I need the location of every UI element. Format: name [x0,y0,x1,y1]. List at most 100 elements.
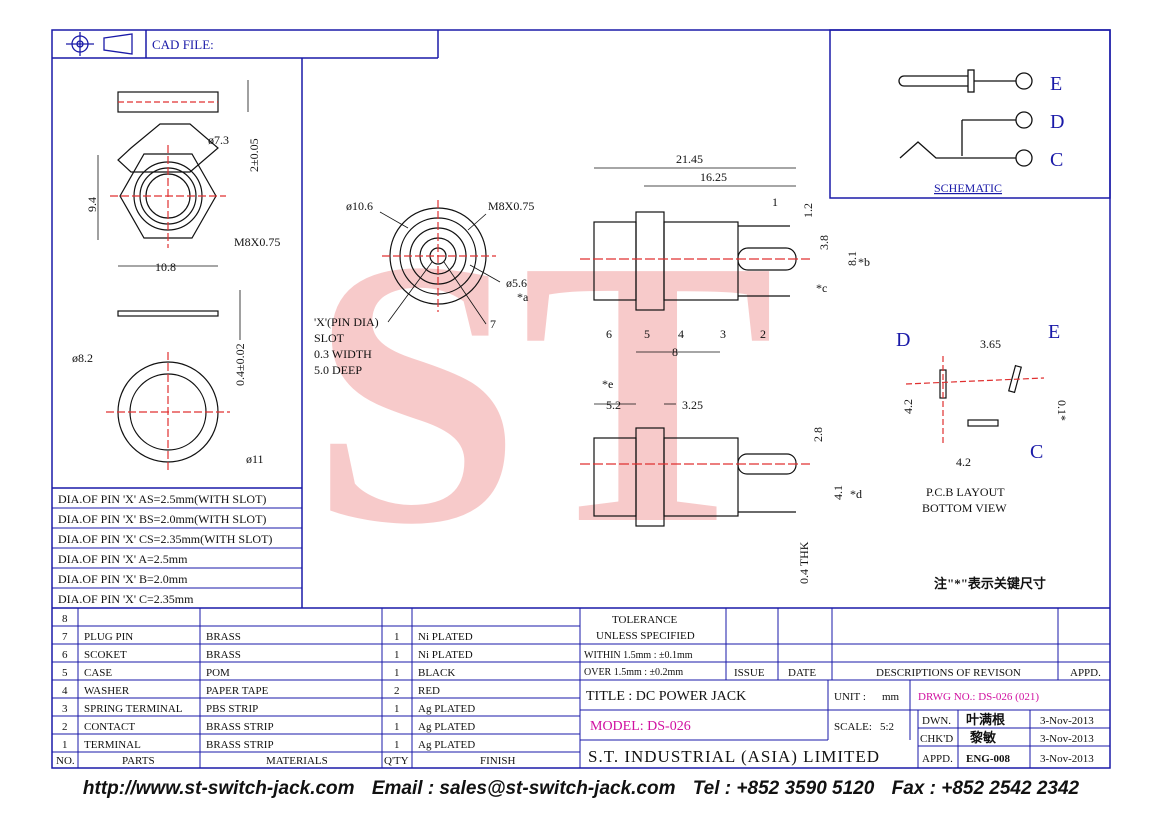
table-cell-finish: Ni PLATED [418,631,473,643]
table-cell-material: BRASS [206,649,241,661]
table-cell-no: 3 [62,703,68,715]
table-cell-part: CONTACT [84,721,135,733]
email-link[interactable]: Email : sales@st-switch-jack.com [371,778,676,799]
svg-text:0.4±0.02: 0.4±0.02 [233,343,247,386]
table-cell-finish: Ag PLATED [418,721,475,733]
svg-text:*c: *c [816,281,827,295]
table-cell-material: PBS STRIP [206,703,258,715]
washer-dim-lines [97,80,249,340]
table-cell-finish: Ag PLATED [418,703,475,715]
table-cell-qty: 1 [394,739,400,751]
washer-dim-labels: ø7.3 9.4 M8X0.75 10.8 2±0.05 0.4±0.02 ø8… [72,133,280,466]
svg-text:DATE: DATE [788,667,816,679]
table-cell-no: 6 [62,649,68,661]
svg-text:ø8.2: ø8.2 [72,351,93,365]
svg-text:ENG-008: ENG-008 [966,753,1011,765]
svg-text:5:2: 5:2 [880,721,894,733]
svg-text:E: E [1048,321,1060,343]
svg-text:ø10.6: ø10.6 [346,199,373,213]
projection-symbol-icon [66,32,133,56]
svg-text:APPD.: APPD. [922,753,953,765]
svg-text:5: 5 [644,327,650,341]
table-cell-part: SCOKET [84,649,127,661]
svg-text:DIA.OF PIN 'X' AS=2.5mm(WITH S: DIA.OF PIN 'X' AS=2.5mm(WITH SLOT) [58,492,266,506]
svg-text:ISSUE: ISSUE [734,667,765,679]
jack-front-view [382,200,496,312]
svg-text:1: 1 [772,195,778,209]
table-cell-no: 4 [62,685,68,697]
svg-text:SCALE:: SCALE: [834,721,872,733]
table-cell-part: PLUG PIN [84,631,133,643]
svg-text:8: 8 [672,345,678,359]
svg-text:2±0.05: 2±0.05 [247,138,261,172]
contact-footer: http://www.st-switch-jack.com Email : sa… [0,778,1162,800]
table-cell-finish: RED [418,685,440,697]
svg-text:C: C [1050,149,1063,171]
svg-text:2: 2 [760,327,766,341]
svg-text:S.T. INDUSTRIAL (ASIA) LIMITED: S.T. INDUSTRIAL (ASIA) LIMITED [588,747,880,766]
svg-text:3-Nov-2013: 3-Nov-2013 [1040,733,1094,745]
svg-text:8.1: 8.1 [845,251,859,266]
svg-text:ø5.6: ø5.6 [506,276,527,290]
table-cell-material: POM [206,667,230,679]
svg-text:APPD.: APPD. [1070,667,1101,679]
svg-text:SCHEMATIC: SCHEMATIC [934,181,1002,195]
table-cell-qty: 1 [394,667,400,679]
svg-text:TITLE : DC POWER JACK: TITLE : DC POWER JACK [586,689,746,704]
table-cell-no: 2 [62,721,68,733]
table-row: 3 SPRING TERMINAL PBS STRIP 1 Ag PLATED [62,703,475,715]
front-view-leaders [379,211,501,325]
table-cell-qty: 1 [394,703,400,715]
table-cell-part: WASHER [84,685,130,697]
phone-number: Tel : +852 3590 5120 [692,778,875,799]
svg-text:5.2: 5.2 [606,398,621,412]
svg-text:DESCRIPTIONS OF REVISON: DESCRIPTIONS OF REVISON [876,667,1021,679]
jack-bottom-view [580,427,810,527]
table-cell-qty: 1 [394,649,400,661]
website-link[interactable]: http://www.st-switch-jack.com [82,778,355,799]
svg-text:C: C [1030,441,1043,463]
svg-text:DRWG NO.: DS-026 (021): DRWG NO.: DS-026 (021) [918,691,1039,703]
svg-text:M8X0.75: M8X0.75 [488,199,534,213]
washer-views [106,310,230,472]
svg-text:9.4: 9.4 [85,197,99,212]
table-cell-qty: 1 [394,631,400,643]
table-cell-part: TERMINAL [84,739,141,751]
svg-text:3.8: 3.8 [817,235,831,250]
svg-text:3: 3 [720,327,726,341]
table-cell-no: 5 [62,667,68,679]
frame [51,29,1111,769]
svg-text:黎敏: 黎敏 [970,730,997,745]
svg-text:6: 6 [606,327,612,341]
svg-text:M8X0.75: M8X0.75 [234,235,280,249]
svg-text:DIA.OF PIN 'X' CS=2.35mm(WITH: DIA.OF PIN 'X' CS=2.35mm(WITH SLOT) [58,532,272,546]
svg-text:*b: *b [858,255,870,269]
svg-text:3.65: 3.65 [980,337,1001,351]
table-cell-qty: 2 [394,685,400,697]
title-block: TOLERANCE UNLESS SPECIFIED WITHIN 1.5mm … [580,608,1110,768]
bottom-view-labels: *e 5.2 3.25 2.8 4.1 *d 0.4 THK [602,377,862,584]
svg-text:DIA.OF PIN 'X' A=2.5mm: DIA.OF PIN 'X' A=2.5mm [58,552,188,566]
svg-text:0.3 WIDTH: 0.3 WIDTH [314,347,372,361]
svg-text:CHK'D: CHK'D [920,733,953,745]
svg-text:PARTS: PARTS [122,755,155,767]
pin-options-table: DIA.OF PIN 'X' AS=2.5mm(WITH SLOT) DIA.O… [52,492,302,606]
svg-text:NO.: NO. [56,755,75,767]
svg-text:0.1*: 0.1* [1055,400,1069,421]
jack-side-view [580,211,810,311]
svg-text:E: E [1050,73,1062,95]
svg-text:mm: mm [882,691,900,703]
svg-text:3.25: 3.25 [682,398,703,412]
table-cell-part: SPRING TERMINAL [84,703,183,715]
svg-text:3-Nov-2013: 3-Nov-2013 [1040,753,1094,765]
table-cell-finish: BLACK [418,667,455,679]
side-view-labels: 21.45 16.25 1.2 3.8 8.1 *b *c 8 1 2 3 4 … [606,152,870,359]
fax-number: Fax : +852 2542 2342 [891,778,1080,799]
parts-header: NO. PARTS MATERIALS Q'TY FINISH [56,755,516,767]
svg-text:ø11: ø11 [246,452,264,466]
